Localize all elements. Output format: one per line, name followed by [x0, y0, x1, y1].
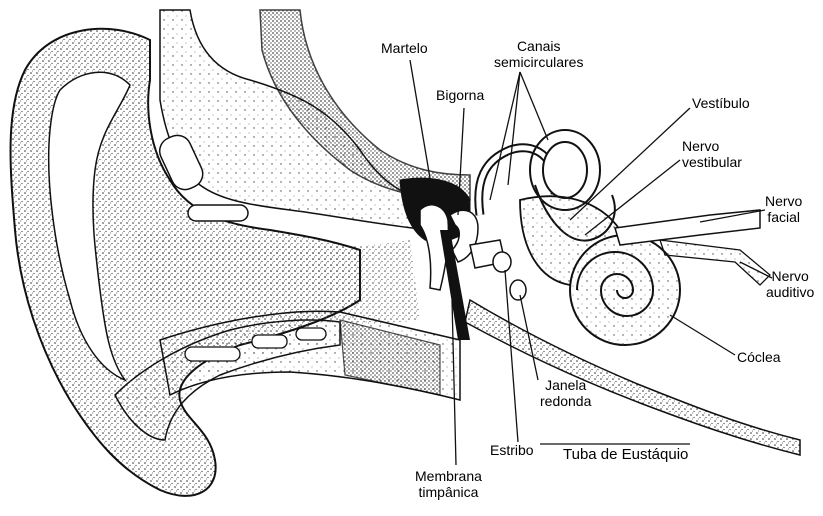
- label-membrana-line1: Membrana: [415, 468, 482, 484]
- label-nervo-vestibular-line1: Nervo: [682, 138, 742, 154]
- label-martelo: Martelo: [381, 40, 428, 56]
- label-coclea: Cóclea: [737, 349, 781, 365]
- label-membrana-line2: timpânica: [415, 484, 482, 500]
- label-bigorna: Bigorna: [436, 87, 484, 103]
- label-nervo-auditivo-line2: auditivo: [766, 284, 814, 300]
- label-canais-semicirculares: Canais semicirculares: [494, 38, 583, 70]
- label-nervo-auditivo-line1: Nervo: [766, 268, 814, 284]
- label-membrana-timpanica: Membrana timpânica: [415, 468, 482, 500]
- label-janela-redonda: Janela redonda: [540, 377, 591, 409]
- label-canais-line2: semicirculares: [494, 54, 583, 70]
- label-nervo-facial-line2: facial: [765, 209, 802, 225]
- label-vestibulo: Vestíbulo: [692, 95, 750, 111]
- label-tuba-de-eustaquio: Tuba de Eustáquio: [563, 447, 688, 463]
- label-nervo-auditivo: Nervo auditivo: [766, 268, 814, 300]
- label-nervo-facial-line1: Nervo: [765, 193, 802, 209]
- label-nervo-vestibular-line2: vestibular: [682, 154, 742, 170]
- label-estribo: Estribo: [490, 442, 534, 458]
- label-janela-line1: Janela: [540, 377, 591, 393]
- label-nervo-facial: Nervo facial: [765, 193, 802, 225]
- label-nervo-vestibular: Nervo vestibular: [682, 138, 742, 170]
- label-canais-line1: Canais: [494, 38, 583, 54]
- label-janela-line2: redonda: [540, 393, 591, 409]
